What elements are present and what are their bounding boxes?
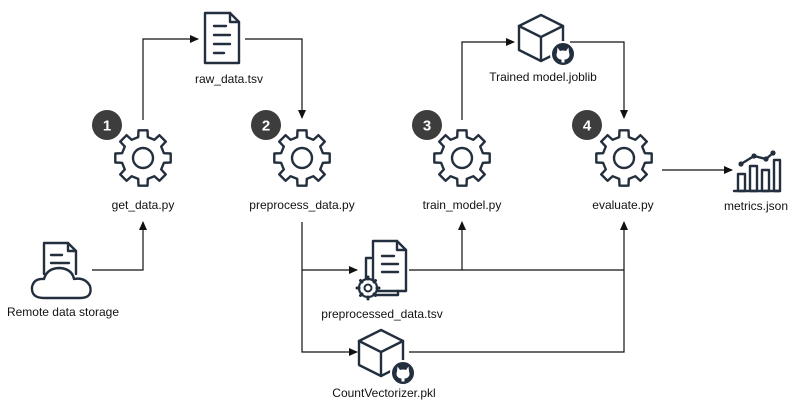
get-data-node: 1 get_data.py [92, 110, 174, 212]
svg-text:2: 2 [262, 118, 270, 135]
gear-icon [595, 129, 653, 187]
step-badge-2: 2 [251, 110, 281, 140]
evaluate-label: evaluate.py [592, 198, 653, 212]
edge-vectorizer-to-evaluate [409, 270, 625, 353]
step-badge-3: 3 [412, 110, 442, 140]
raw-data-node: raw_data.tsv [195, 11, 263, 86]
edge-get-data-to-raw-data [142, 35, 199, 120]
document-gear-icon [355, 239, 408, 301]
github-icon [390, 360, 416, 386]
svg-text:3: 3 [423, 118, 431, 135]
evaluate-node: 4 evaluate.py [572, 110, 654, 212]
train-model-label: train_model.py [423, 198, 502, 212]
metrics-node: metrics.json [724, 150, 788, 213]
trained-model-node: Trained model.joblib [489, 13, 597, 84]
gear-icon [433, 129, 491, 187]
preprocess-label: preprocess_data.py [249, 198, 354, 212]
remote-data-storage-node: Remote data storage [7, 241, 119, 319]
edge-raw-data-to-preprocess [245, 38, 306, 119]
gear-icon [114, 129, 172, 187]
edge-preprocessed-to-train [409, 221, 466, 271]
svg-text:1: 1 [103, 118, 111, 135]
count-vectorizer-node: CountVectorizer.pkl [332, 328, 436, 400]
cloud-document-icon [30, 241, 92, 300]
count-vectorizer-label: CountVectorizer.pkl [332, 386, 435, 400]
edge-remote-to-get-data [92, 221, 147, 271]
github-icon [550, 41, 576, 67]
edge-preprocess-to-preprocessed [301, 222, 358, 274]
svg-text:4: 4 [583, 118, 592, 135]
edge-model-to-evaluate [570, 41, 628, 119]
trained-model-label: Trained model.joblib [489, 70, 597, 84]
edge-preprocessed-to-evaluate [462, 221, 628, 271]
preprocessed-data-node: preprocessed_data.tsv [321, 239, 443, 321]
remote-data-storage-label: Remote data storage [7, 305, 119, 319]
edge-preprocess-to-vectorizer [301, 270, 358, 356]
train-model-node: 3 train_model.py [412, 110, 501, 212]
preprocess-node: 2 preprocess_data.py [249, 110, 355, 212]
bar-chart-icon [732, 150, 782, 193]
preprocessed-data-label: preprocessed_data.tsv [321, 307, 442, 321]
get-data-label: get_data.py [112, 198, 175, 212]
edge-train-to-model [461, 38, 515, 120]
gear-icon [273, 129, 331, 187]
metrics-label: metrics.json [724, 199, 788, 213]
document-icon [203, 11, 241, 65]
edges [92, 35, 733, 356]
step-badge-1: 1 [92, 110, 122, 140]
step-badge-4: 4 [572, 110, 602, 140]
raw-data-label: raw_data.tsv [195, 72, 263, 86]
